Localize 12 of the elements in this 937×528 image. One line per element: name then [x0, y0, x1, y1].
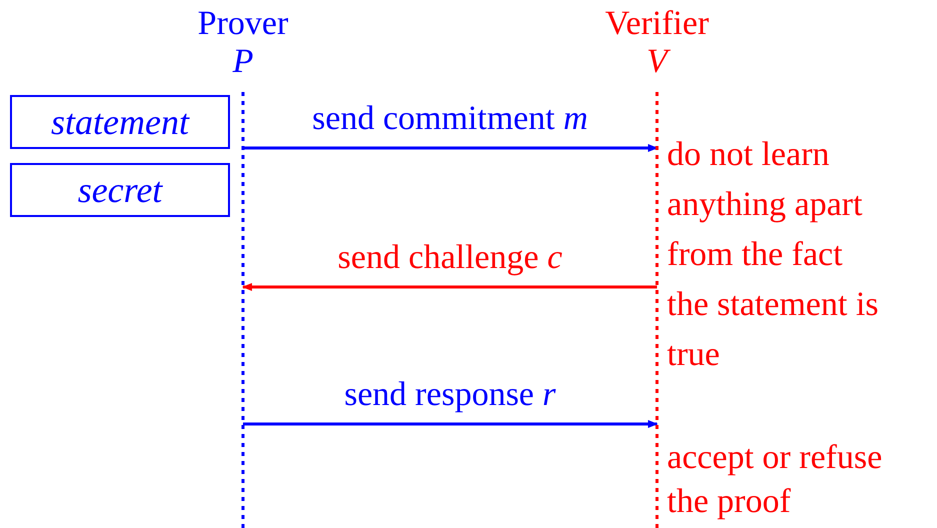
message-arrow	[242, 283, 657, 291]
participant-symbol: P	[232, 43, 254, 81]
input-box: statement	[10, 95, 230, 149]
participant-name: Prover	[196, 5, 290, 43]
input-box: secret	[10, 163, 230, 217]
message-label: send challenge c	[336, 239, 564, 277]
participant-symbol: V	[577, 43, 737, 81]
message-arrow	[243, 144, 658, 152]
message-label: send commitment m	[311, 100, 589, 138]
message-arrow	[243, 420, 658, 428]
participant-name: Verifier	[604, 5, 710, 43]
message-label: send response r	[343, 376, 557, 414]
